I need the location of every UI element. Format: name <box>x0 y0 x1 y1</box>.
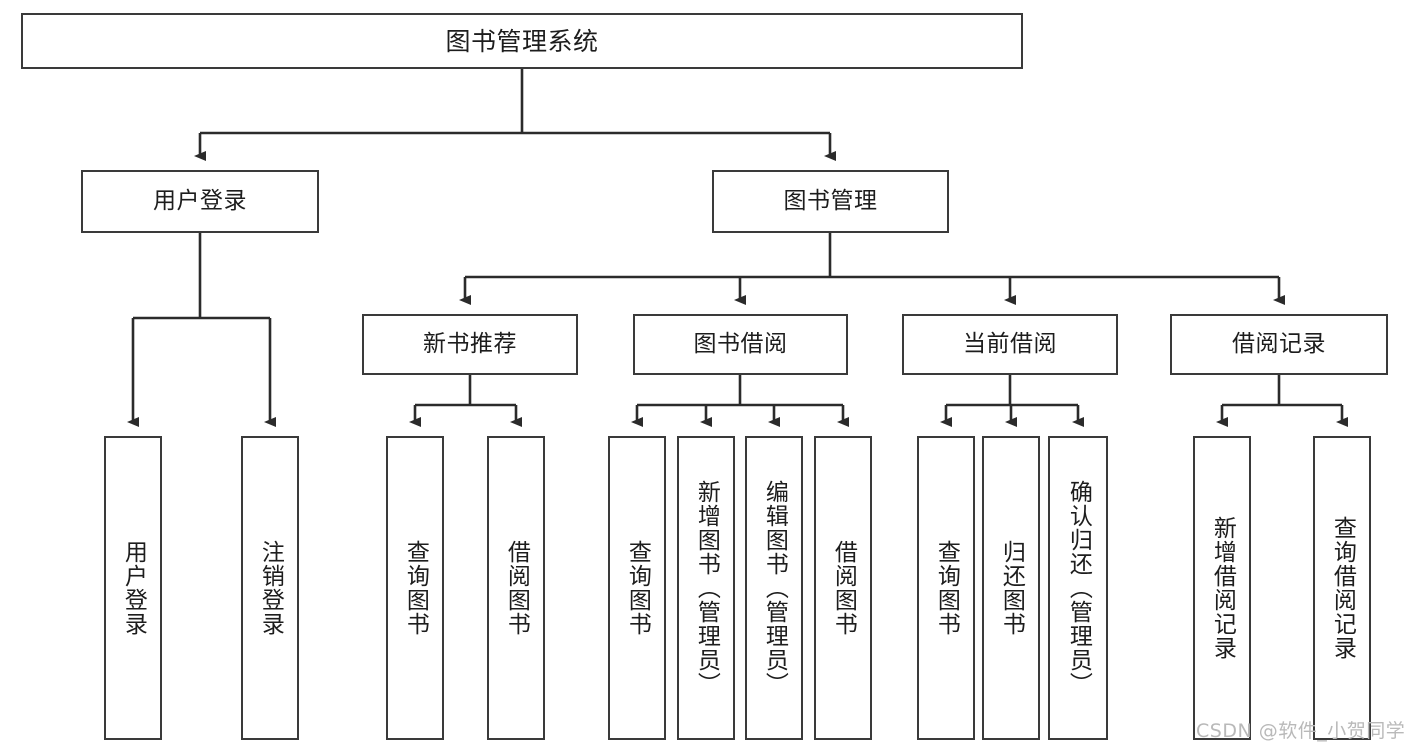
node-label: 当前借阅 <box>963 331 1057 358</box>
node-book-borrow[interactable]: 图书借阅 <box>633 314 848 375</box>
node-borrow-record[interactable]: 借阅记录 <box>1170 314 1388 375</box>
node-label: 查询图书 <box>933 540 960 636</box>
node-leaf-add-record[interactable]: 新增借阅记录 <box>1193 436 1251 740</box>
node-label: 确认归还（管理员） <box>1065 480 1092 696</box>
node-label: 归还图书 <box>998 540 1025 636</box>
node-leaf-add-book[interactable]: 新增图书（管理员） <box>677 436 735 740</box>
node-leaf-borrow-book-2[interactable]: 借阅图书 <box>814 436 872 740</box>
node-leaf-user-login[interactable]: 用户登录 <box>104 436 162 740</box>
node-current-borrow[interactable]: 当前借阅 <box>902 314 1118 375</box>
node-label: 编辑图书（管理员） <box>761 480 788 696</box>
node-leaf-edit-book[interactable]: 编辑图书（管理员） <box>745 436 803 740</box>
node-label: 查询图书 <box>624 540 651 636</box>
node-label: 新增借阅记录 <box>1209 516 1236 660</box>
node-leaf-confirm-return[interactable]: 确认归还（管理员） <box>1048 436 1108 740</box>
node-label: 查询图书 <box>402 540 429 636</box>
node-label: 借阅记录 <box>1232 331 1326 358</box>
node-label: 图书管理 <box>783 188 878 215</box>
node-leaf-query-book-2[interactable]: 查询图书 <box>608 436 666 740</box>
node-label: 借阅图书 <box>830 540 857 636</box>
node-label: 图书借阅 <box>693 331 788 358</box>
node-label: 新增图书（管理员） <box>693 480 720 696</box>
node-leaf-return-book[interactable]: 归还图书 <box>982 436 1040 740</box>
node-leaf-query-book-1[interactable]: 查询图书 <box>386 436 444 740</box>
node-label: 图书管理系统 <box>445 26 599 56</box>
node-leaf-user-logout[interactable]: 注销登录 <box>241 436 299 740</box>
node-leaf-query-book-3[interactable]: 查询图书 <box>917 436 975 740</box>
node-root-system[interactable]: 图书管理系统 <box>21 13 1023 69</box>
node-book-manage[interactable]: 图书管理 <box>712 170 949 233</box>
node-label: 注销登录 <box>257 540 284 636</box>
node-label: 用户登录 <box>153 188 247 215</box>
node-label: 用户登录 <box>120 540 147 636</box>
csdn-watermark: CSDN @软件_小贺同学 <box>1196 720 1405 742</box>
node-user-login[interactable]: 用户登录 <box>81 170 319 233</box>
node-leaf-query-record[interactable]: 查询借阅记录 <box>1313 436 1371 740</box>
node-new-book-rec[interactable]: 新书推荐 <box>362 314 578 375</box>
node-label: 借阅图书 <box>503 540 530 636</box>
node-label: 新书推荐 <box>423 331 517 358</box>
node-leaf-borrow-book-1[interactable]: 借阅图书 <box>487 436 545 740</box>
node-label: 查询借阅记录 <box>1329 516 1356 660</box>
